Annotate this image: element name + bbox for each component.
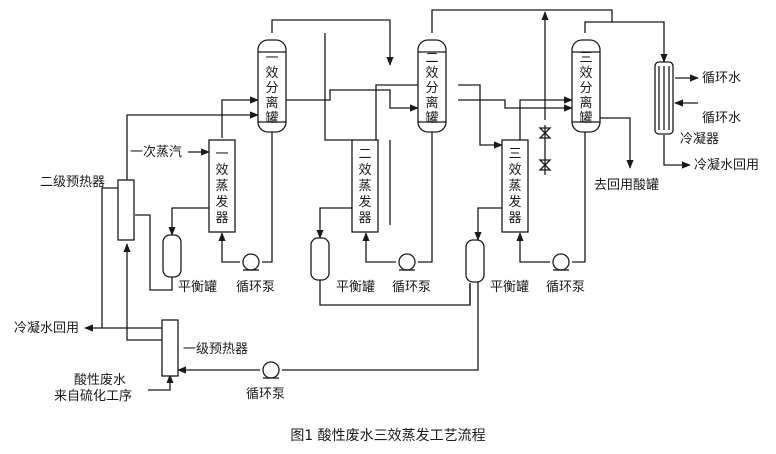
primary-preheater bbox=[161, 319, 179, 377]
svg-text:发: 发 bbox=[215, 194, 228, 210]
valve-icon bbox=[538, 127, 552, 171]
secondary-preheater bbox=[117, 179, 135, 241]
circ-pump-2-label: 循环泵 bbox=[392, 280, 431, 295]
svg-text:三: 三 bbox=[508, 147, 521, 162]
svg-text:二: 二 bbox=[425, 51, 438, 66]
svg-text:罐: 罐 bbox=[579, 111, 592, 126]
svg-text:分: 分 bbox=[425, 81, 438, 96]
waste-water-source-label: 来自硫化工序 bbox=[54, 389, 132, 404]
evaporator-3 bbox=[501, 139, 529, 233]
svg-text:器: 器 bbox=[358, 211, 371, 226]
svg-text:效: 效 bbox=[358, 163, 371, 178]
svg-text:三: 三 bbox=[579, 51, 592, 66]
svg-text:离: 离 bbox=[579, 95, 592, 111]
balance-tank-1 bbox=[162, 234, 182, 278]
condensate-return-left-label: 冷凝水回用 bbox=[14, 320, 79, 336]
balance-tank-3 bbox=[465, 239, 485, 283]
svg-text:一: 一 bbox=[215, 147, 228, 162]
evaporator-3-label: 三 效 蒸 发 器 bbox=[508, 147, 521, 226]
condensate-return-right-label: 冷凝水回用 bbox=[694, 157, 759, 173]
acid-tank-label: 去回用酸罐 bbox=[594, 178, 659, 193]
secondary-preheater-label: 二级预热器 bbox=[40, 175, 105, 190]
primary-steam-label: 一次蒸汽 bbox=[130, 144, 182, 160]
cooling-water-in-label: 循环水 bbox=[702, 111, 741, 126]
separator-3-label: 三 效 分 离 罐 bbox=[579, 51, 592, 126]
svg-text:效: 效 bbox=[425, 66, 438, 81]
circ-pump-3-label: 循环泵 bbox=[546, 280, 585, 295]
separator-1-label: 一 效 分 离 罐 bbox=[265, 51, 278, 126]
svg-text:蒸: 蒸 bbox=[508, 179, 521, 194]
primary-preheater-label: 一级预热器 bbox=[183, 342, 248, 357]
figure-caption: 图1 酸性废水三效蒸发工艺流程 bbox=[290, 428, 485, 444]
pump-2 bbox=[398, 253, 416, 271]
separator-3 bbox=[571, 39, 601, 133]
svg-text:蒸: 蒸 bbox=[358, 179, 371, 194]
separator-2-label: 二 效 分 离 罐 bbox=[425, 51, 438, 126]
balance-tank-2 bbox=[310, 237, 330, 281]
svg-text:离: 离 bbox=[425, 95, 438, 111]
svg-text:器: 器 bbox=[508, 211, 521, 226]
separator-2 bbox=[417, 39, 447, 133]
circ-pump-feed-label: 循环泵 bbox=[246, 387, 285, 402]
svg-text:发: 发 bbox=[508, 194, 521, 210]
svg-text:效: 效 bbox=[508, 163, 521, 178]
svg-text:罐: 罐 bbox=[265, 111, 278, 126]
pump-1 bbox=[242, 253, 260, 271]
balance-tank-1-label: 平衡罐 bbox=[178, 280, 217, 295]
condenser-unit bbox=[654, 61, 674, 135]
condenser-label: 冷凝器 bbox=[680, 131, 719, 147]
cooling-water-out-label: 循环水 bbox=[702, 71, 741, 86]
piping bbox=[84, 9, 699, 391]
svg-text:效: 效 bbox=[579, 66, 592, 81]
separator-1 bbox=[257, 39, 287, 133]
balance-tank-3-label: 平衡罐 bbox=[490, 280, 529, 295]
pump-feed bbox=[262, 361, 280, 379]
svg-text:效: 效 bbox=[215, 163, 228, 178]
circ-pump-1-label: 循环泵 bbox=[236, 280, 275, 295]
svg-text:分: 分 bbox=[265, 81, 278, 96]
svg-text:分: 分 bbox=[579, 81, 592, 96]
pump-3 bbox=[552, 253, 570, 271]
evaporator-1 bbox=[208, 139, 236, 233]
svg-text:离: 离 bbox=[265, 95, 278, 111]
svg-text:罐: 罐 bbox=[425, 111, 438, 126]
evaporator-2 bbox=[351, 139, 379, 233]
evaporator-1-label: 一 效 蒸 发 器 bbox=[215, 147, 228, 226]
svg-text:发: 发 bbox=[358, 194, 371, 210]
svg-text:效: 效 bbox=[265, 66, 278, 81]
svg-text:蒸: 蒸 bbox=[215, 179, 228, 194]
waste-water-label: 酸性废水 bbox=[74, 372, 126, 388]
balance-tank-2-label: 平衡罐 bbox=[336, 280, 375, 295]
svg-text:二: 二 bbox=[358, 147, 371, 162]
svg-text:一: 一 bbox=[265, 51, 278, 66]
evaporator-2-label: 二 效 蒸 发 器 bbox=[358, 147, 371, 226]
svg-text:器: 器 bbox=[215, 211, 228, 226]
